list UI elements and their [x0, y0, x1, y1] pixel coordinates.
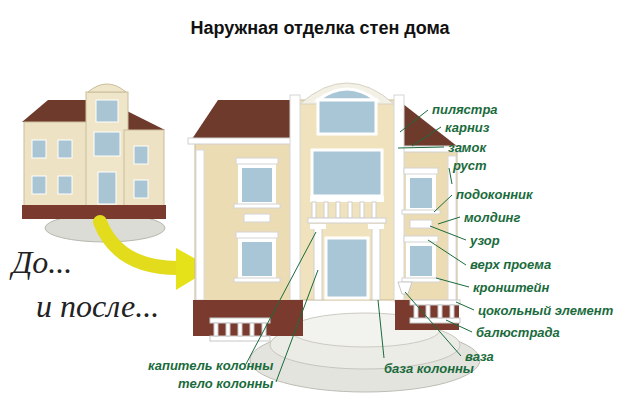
part-label: капитель колонны [148, 358, 273, 373]
part-label: цокольный элемент [478, 303, 613, 318]
part-label: карниз [445, 120, 489, 135]
title: Наружная отделка стен дома [0, 18, 640, 39]
part-label: верх проема [470, 257, 551, 272]
caption-word: До... [12, 244, 72, 280]
leader-lines [246, 110, 474, 382]
part-label: молдинг [464, 210, 520, 225]
part-label: кронштейн [473, 280, 549, 295]
big-house [188, 83, 480, 392]
part-label: балюстрада [476, 325, 560, 340]
part-label: пилястра [432, 102, 498, 117]
caption-word: и после... [36, 288, 159, 324]
part-label: узор [470, 233, 500, 248]
small-house [22, 84, 166, 242]
part-label: тело колонны [178, 376, 273, 391]
part-label: база колонны [384, 361, 474, 376]
part-label: подоконник [456, 187, 533, 202]
part-label: замок [448, 140, 486, 155]
part-label: руст [453, 158, 487, 173]
